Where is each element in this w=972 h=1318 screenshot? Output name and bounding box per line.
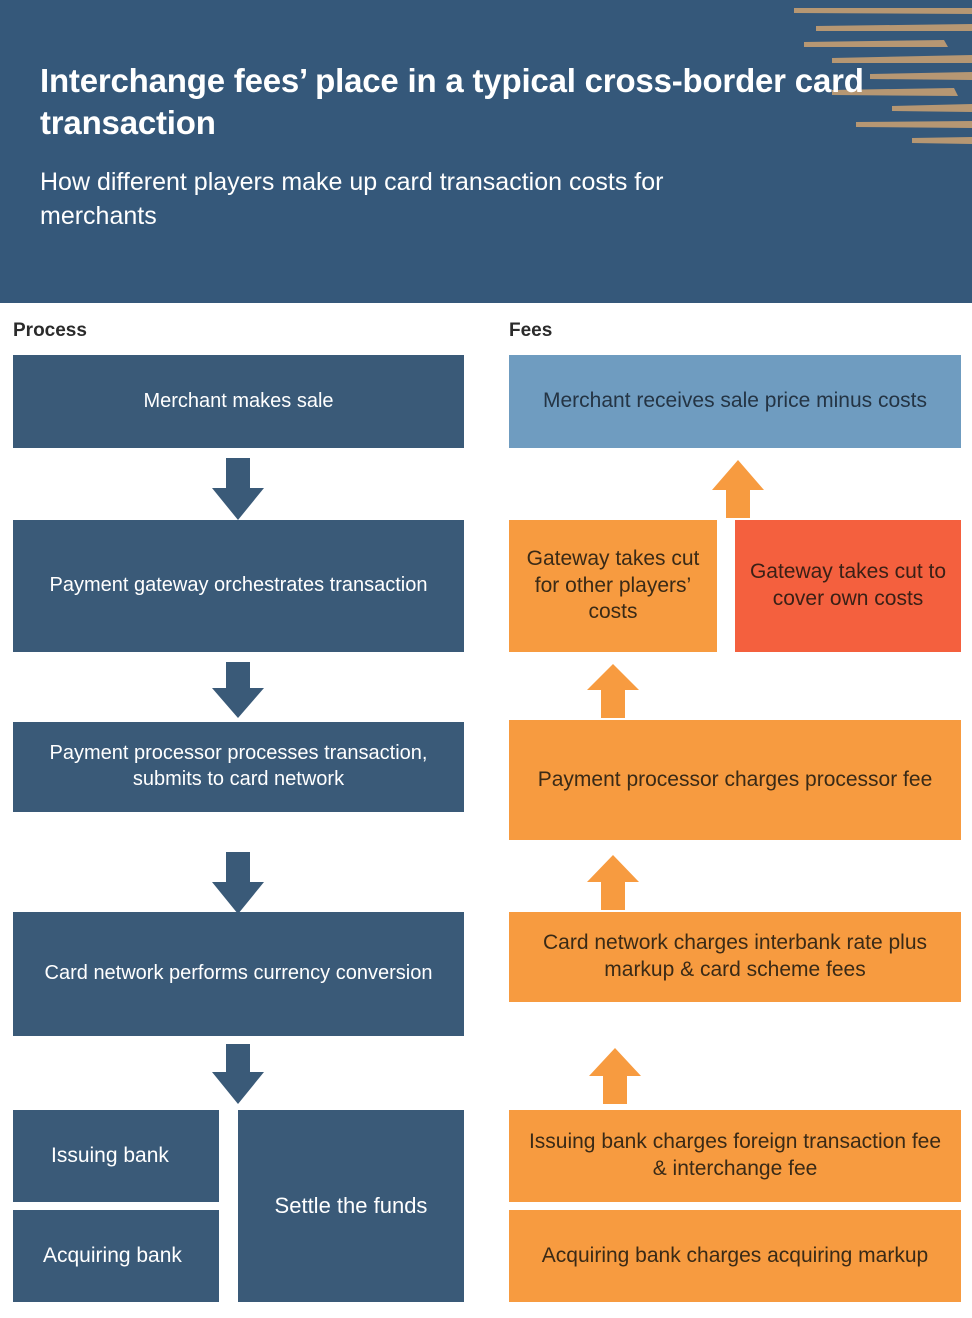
fee-box-issuing-bank-fees[interactable]: Issuing bank charges foreign transaction… xyxy=(509,1110,961,1202)
process-box-card-network[interactable]: Card network performs currency conversio… xyxy=(13,912,464,1036)
process-box-merchant-makes-sale[interactable]: Merchant makes sale xyxy=(13,355,464,448)
fee-box-processor-fee[interactable]: Payment processor charges processor fee xyxy=(509,720,961,840)
column-header-fees: Fees xyxy=(509,320,553,341)
process-box-payment-processor[interactable]: Payment processor processes transaction,… xyxy=(13,722,464,812)
fee-box-acquiring-bank-markup[interactable]: Acquiring bank charges acquiring markup xyxy=(509,1210,961,1302)
process-box-settle-the-funds[interactable]: Settle the funds xyxy=(238,1110,464,1302)
fee-box-card-network-interbank[interactable]: Card network charges interbank rate plus… xyxy=(509,912,961,1002)
fee-box-merchant-receives[interactable]: Merchant receives sale price minus costs xyxy=(509,355,961,448)
process-arrow-down-1 xyxy=(212,458,264,520)
process-box-acquiring-bank[interactable]: Acquiring bank xyxy=(13,1210,219,1302)
fee-box-gateway-other-players[interactable]: Gateway takes cut for other players’ cos… xyxy=(509,520,717,652)
fee-arrow-up-4 xyxy=(589,1048,641,1104)
process-arrow-down-4 xyxy=(212,1044,264,1104)
process-box-issuing-bank[interactable]: Issuing bank xyxy=(13,1110,219,1202)
page-title: Interchange fees’ place in a typical cro… xyxy=(40,62,864,142)
fee-box-gateway-own-costs[interactable]: Gateway takes cut to cover own costs xyxy=(735,520,961,652)
fee-arrow-up-2 xyxy=(587,664,639,718)
process-arrow-down-2 xyxy=(212,662,264,718)
fee-arrow-up-3 xyxy=(587,855,639,910)
header-banner: Interchange fees’ place in a typical cro… xyxy=(0,0,972,303)
column-header-process: Process xyxy=(13,320,87,341)
fee-arrow-up-1 xyxy=(712,460,764,518)
process-box-payment-gateway[interactable]: Payment gateway orchestrates transaction xyxy=(13,520,464,652)
process-arrow-down-3 xyxy=(212,852,264,914)
page-subtitle: How different players make up card trans… xyxy=(40,168,664,230)
